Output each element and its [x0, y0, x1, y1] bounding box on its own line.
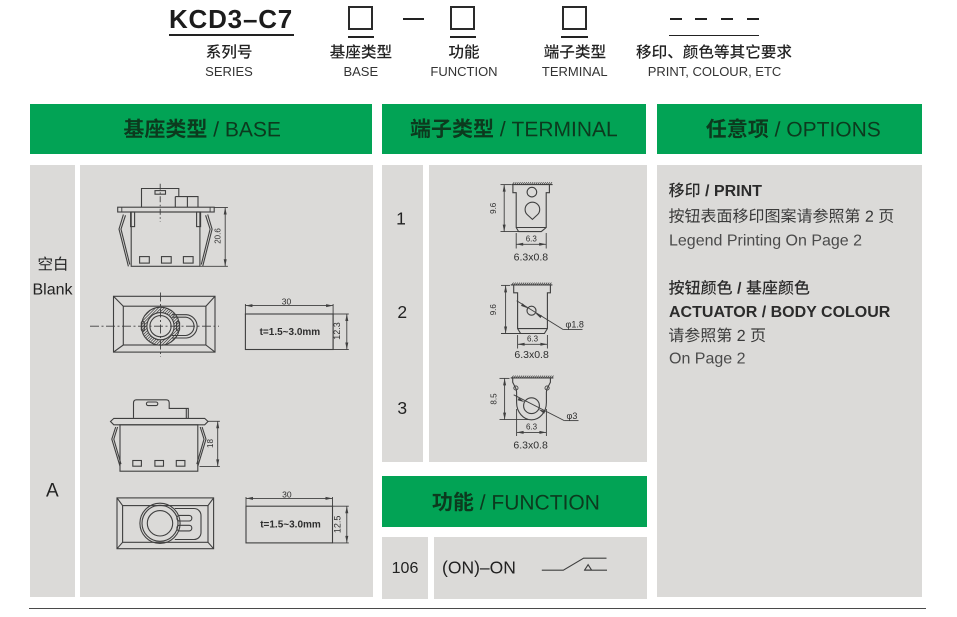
- svg-text:t=1.5~3.0mm: t=1.5~3.0mm: [260, 520, 321, 531]
- svg-text:t=1.5~3.0mm: t=1.5~3.0mm: [260, 327, 321, 338]
- svg-text:6.3x0.8: 6.3x0.8: [514, 349, 549, 361]
- svg-text:Legend Printing On Page 2: Legend Printing On Page 2: [669, 232, 862, 249]
- svg-text:30: 30: [282, 489, 292, 499]
- svg-text:A: A: [46, 480, 59, 501]
- svg-text:6.3: 6.3: [527, 335, 539, 344]
- svg-text:6.3x0.8: 6.3x0.8: [513, 439, 548, 451]
- svg-text:φ3: φ3: [567, 411, 578, 421]
- svg-text:Blank: Blank: [32, 282, 73, 299]
- svg-text:30: 30: [282, 297, 292, 307]
- svg-text:18: 18: [206, 439, 215, 448]
- svg-text:FUNCTION: FUNCTION: [430, 64, 497, 79]
- svg-text:6.3: 6.3: [526, 235, 538, 244]
- svg-text:ACTUATOR / BODY COLOUR: ACTUATOR / BODY COLOUR: [669, 304, 891, 321]
- svg-text:20.6: 20.6: [214, 228, 223, 244]
- svg-text:TERMINAL: TERMINAL: [542, 64, 608, 79]
- svg-text:106: 106: [392, 560, 419, 577]
- svg-text:SERIES: SERIES: [205, 64, 253, 79]
- svg-text:PRINT, COLOUR, ETC: PRINT, COLOUR, ETC: [648, 64, 782, 79]
- svg-text:2: 2: [397, 302, 407, 322]
- svg-text:9.6: 9.6: [489, 202, 498, 214]
- svg-text:BASE: BASE: [343, 64, 378, 79]
- svg-text:6.3: 6.3: [526, 423, 538, 432]
- svg-text:9.6: 9.6: [489, 304, 498, 316]
- svg-text:φ1.8: φ1.8: [566, 320, 584, 330]
- svg-text:6.3x0.8: 6.3x0.8: [514, 251, 549, 263]
- svg-text:(ON)–ON: (ON)–ON: [442, 558, 516, 578]
- svg-text:On Page 2: On Page 2: [669, 351, 746, 368]
- svg-text:3: 3: [397, 398, 407, 418]
- svg-text:1: 1: [396, 208, 406, 228]
- svg-text:8.5: 8.5: [490, 393, 499, 405]
- svg-text:12.3: 12.3: [332, 322, 342, 340]
- svg-text:12.5: 12.5: [332, 516, 342, 534]
